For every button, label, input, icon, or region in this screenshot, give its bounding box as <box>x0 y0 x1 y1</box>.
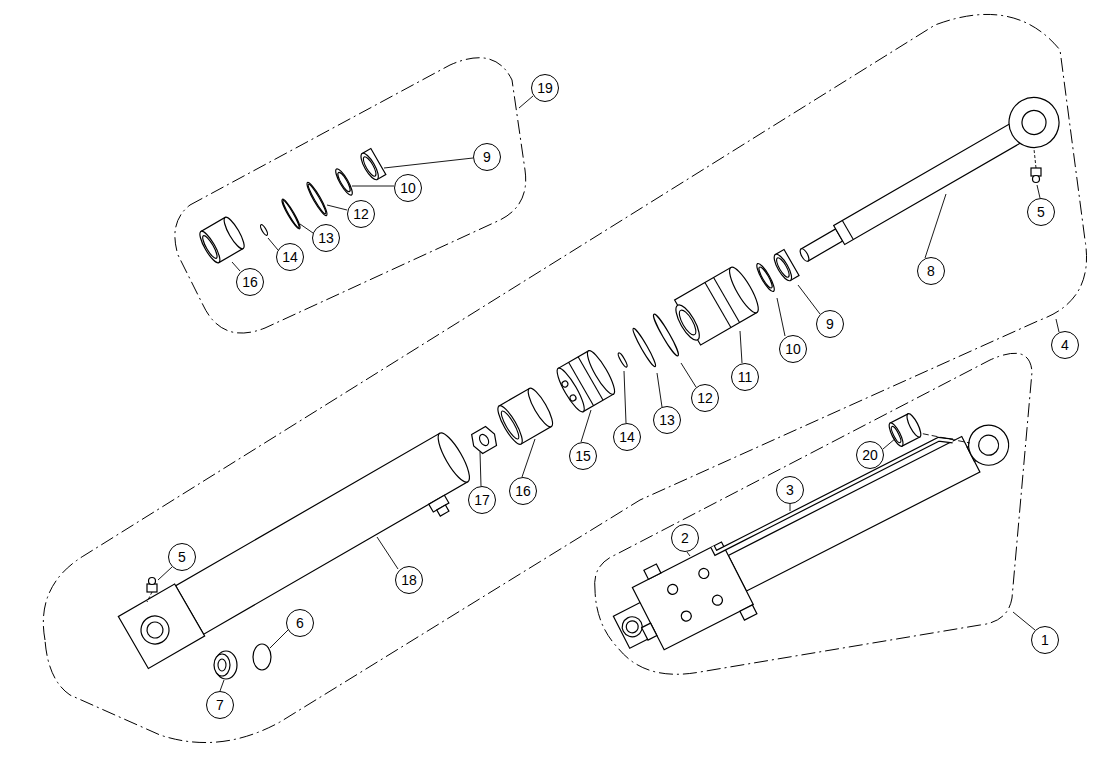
callout-number: 10 <box>785 342 801 356</box>
callout-circle: 11 <box>731 363 759 391</box>
callout-circle: 13 <box>653 406 681 434</box>
callout-circle: 5 <box>1027 198 1055 226</box>
callout-circle: 10 <box>779 335 807 363</box>
callout-number: 8 <box>927 264 935 278</box>
callout-number: 9 <box>826 317 834 331</box>
callout-number: 5 <box>1037 205 1045 219</box>
callout-number: 14 <box>282 250 298 264</box>
callout-number: 13 <box>659 413 675 427</box>
callout-circle: 6 <box>286 609 314 637</box>
callout-number: 20 <box>862 448 878 462</box>
callout-number: 17 <box>474 493 490 507</box>
callout-number: 9 <box>483 150 491 164</box>
callout-circle: 4 <box>1051 331 1079 359</box>
callout-number: 11 <box>738 370 753 384</box>
cylinder-parts <box>118 84 1077 681</box>
bushing <box>197 215 248 265</box>
circlip <box>253 644 271 670</box>
callout-number: 18 <box>401 573 417 587</box>
callout-circle: 14 <box>276 243 304 271</box>
callout-circle: 20 <box>856 441 884 469</box>
callout-circle: 1 <box>1031 626 1059 654</box>
callout-circle: 10 <box>394 174 422 202</box>
callout-circle: 17 <box>468 486 496 514</box>
group-outline <box>175 58 526 333</box>
group-outline <box>43 14 1086 742</box>
callout-number: 2 <box>681 531 689 545</box>
callout-circle: 19 <box>531 74 559 102</box>
callout-circle: 12 <box>347 200 375 228</box>
callout-circle: 3 <box>776 476 804 504</box>
callout-number: 10 <box>400 181 416 195</box>
group-outline <box>595 353 1032 674</box>
o-ring <box>280 198 302 230</box>
grease-fitting <box>1031 149 1041 183</box>
leader-lines <box>158 96 1059 691</box>
callout-circle: 13 <box>312 224 340 252</box>
callout-number: 4 <box>1061 338 1069 352</box>
callout-number: 13 <box>318 231 334 245</box>
callout-number: 5 <box>178 550 186 564</box>
callout-circle: 16 <box>509 477 537 505</box>
callout-circle: 9 <box>473 143 501 171</box>
grease-fitting <box>147 578 157 603</box>
callout-number: 1 <box>1041 633 1049 647</box>
callout-number: 7 <box>216 698 224 712</box>
rod-seal <box>333 167 355 197</box>
assembled-cylinder <box>601 396 1027 672</box>
callout-circle: 14 <box>613 423 641 451</box>
callout-number: 19 <box>537 81 553 95</box>
callout-number: 3 <box>786 483 794 497</box>
callout-circle: 18 <box>395 566 423 594</box>
callout-number: 12 <box>353 207 369 221</box>
callout-circle: 12 <box>691 384 719 412</box>
callout-number: 12 <box>697 391 713 405</box>
callout-number: 16 <box>242 275 258 289</box>
callout-circle: 2 <box>671 524 699 552</box>
callout-circle: 5 <box>168 543 196 571</box>
callout-number: 16 <box>515 484 531 498</box>
callout-circle: 15 <box>569 442 597 470</box>
bushing <box>887 412 924 448</box>
callout-number: 6 <box>296 616 304 630</box>
callout-number: 15 <box>575 449 591 463</box>
o-ring <box>304 181 329 217</box>
callout-circle: 16 <box>236 268 264 296</box>
callout-circle: 8 <box>917 257 945 285</box>
o-ring <box>259 224 268 236</box>
wiper <box>358 149 386 182</box>
callout-circle: 7 <box>206 691 234 719</box>
callout-number: 14 <box>619 430 635 444</box>
bearing <box>214 651 237 679</box>
callout-circle: 9 <box>816 310 844 338</box>
